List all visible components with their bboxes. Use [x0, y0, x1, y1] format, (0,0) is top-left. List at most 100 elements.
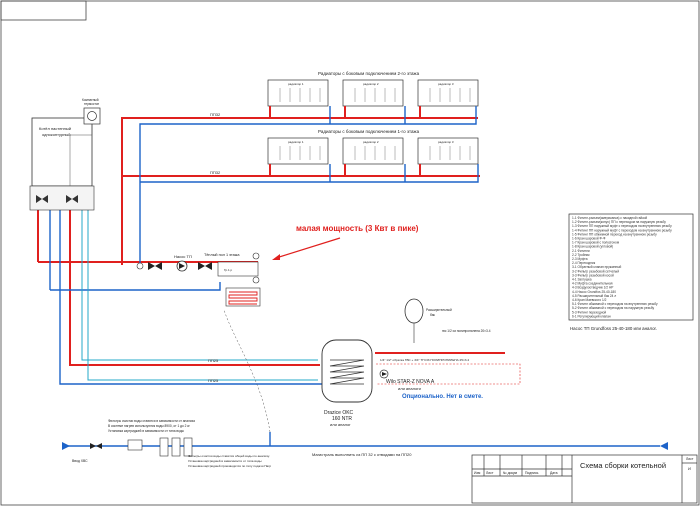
- indirect-boiler-tank: Drazice OKC 160 NTR или аналог: [321, 339, 373, 427]
- radiator-f2-2: [342, 79, 404, 107]
- boiler-label-line2: одноконтурный: [42, 132, 71, 137]
- floor-heating-sublabel: Гр.1 р: [224, 268, 232, 272]
- stamp-col1: Изм: [474, 471, 481, 475]
- legend-panel: 1-1 Фитинг-разъем(американка) с накидной…: [568, 213, 694, 321]
- flow-arrow: [660, 442, 668, 450]
- optional-note: Опционально. Нет в смете.: [402, 394, 483, 400]
- legend-item: 1-2 Фитинг-разъем(конус) ПП с переходом …: [572, 220, 666, 224]
- filter-note-line2: В системе нагрев используются воды 8900,…: [108, 424, 191, 428]
- radiator-f1-2-label: радиатор 2: [363, 140, 379, 144]
- title-stamp: [471, 454, 698, 504]
- underfloor-coil: [225, 287, 261, 307]
- filter-note2-line3: Установка картриджей производится по тип…: [188, 464, 271, 468]
- pipe-label-pp32-top: ПП32: [210, 112, 221, 117]
- legend-item: 2-2 Тройник: [572, 253, 590, 257]
- legend-item: 1-7 Кран шаровой с полусгоном: [572, 241, 619, 245]
- stamp-col5: Дата: [550, 471, 558, 475]
- filter-note2-line2: Установка картриджей в зависимости от ти…: [188, 459, 262, 463]
- radiator-f1-1-label: радиатор 1: [288, 140, 304, 144]
- boiler-label-line1: Котёл настенный: [39, 126, 71, 131]
- boiler-valve-block: [29, 185, 95, 211]
- filter-2: [171, 437, 181, 457]
- legend-item: 4-6 Кран Маевского 1/2: [572, 298, 607, 302]
- radiators-floor2-title: Радиаторы с боковым подключением 2-го эт…: [318, 71, 420, 76]
- drawing-title: Схема сборки котельной: [580, 461, 666, 470]
- legend-item: 6-1 Регулирующий клапан: [572, 314, 611, 318]
- radiator-f2-1: [267, 79, 329, 107]
- legend-item: 4-4 Насос Grundfos 25-40-180: [572, 290, 616, 294]
- safety-drain-line: [223, 309, 271, 433]
- floor-heating-label: Тёплый пол 1 этажа: [204, 253, 240, 257]
- legend-item: 3-2 Фильтр резьбовой сетчатый: [572, 269, 619, 273]
- expansion-tank: Расширительный бак: [404, 298, 452, 343]
- legend-item: 1-1 Фитинг-разъем(американка) с накидной…: [572, 216, 647, 220]
- filter-note-line1: Фильтры очистки воды ставятся в зависимо…: [108, 419, 195, 423]
- pipe-label-pp25-b: ПП25: [208, 378, 219, 383]
- radiators-floor1-title: Радиаторы с боковым подключением 1-го эт…: [318, 129, 420, 134]
- pump-tp-caption: Насос ТП Grundfoss 25-40-180 или аналог.: [570, 326, 657, 331]
- wall-boiler: Котёл настенный одноконтурный: [29, 117, 95, 211]
- expansion-tank-label-line2: бак: [430, 313, 436, 317]
- legend-item: 1-4 Фитинг ПП наружный муфт с переходом …: [572, 228, 672, 232]
- legend-item: 2-4 Переходник: [572, 261, 596, 265]
- legend-item: 1-6 Кран шаровой Ф-Ф: [572, 237, 606, 241]
- legend-item: 2-3 Муфта: [572, 257, 588, 261]
- pipe-label-pp25-a: ПП25: [208, 358, 219, 363]
- filter-3: [183, 437, 193, 457]
- recirc-note: 1/4" 1/2" обратка ГВС + 3/4" ТП ИЗ ПОЛИП…: [380, 358, 469, 362]
- thermostat-label-line2: термостат: [84, 102, 100, 106]
- radiator-f2-3: [417, 79, 479, 107]
- main-pipe-label: Магистраль выполнить из ПП 32 с отводами…: [312, 452, 412, 457]
- legend-item: 4-3 Воздухоотводчик 1/2 НР: [572, 286, 613, 290]
- boiler-tank-line2: 160 NTR: [332, 416, 352, 422]
- stamp-sheet-label: Лист: [686, 457, 694, 461]
- filter-note2-line1: Фильтры очистки воды ставятся общей воды…: [188, 454, 270, 458]
- stamp-col4: Подпись: [525, 471, 539, 475]
- legend-item: 3-3 Фильтр резьбовой косой: [572, 273, 614, 277]
- pump-label: Насос ТП: [174, 254, 192, 259]
- radiator-row-floor2: радиатор 1 радиатор 2 радиатор 3: [267, 79, 479, 107]
- boiler-tank-line3: или аналог: [330, 422, 351, 427]
- legend-item: 1-3 Фитинг ПП наружный муфт с переходом …: [572, 224, 672, 228]
- inlet-label: Ввод ХВС: [72, 459, 88, 463]
- room-thermostat: Комнатный термостат: [69, 98, 101, 186]
- radiator-f1-3: [417, 137, 479, 165]
- legend-item: 5-3 Фитинг переходной: [572, 310, 606, 314]
- radiator-f1-3-label: радиатор 3: [438, 140, 454, 144]
- stamp-col2: Лист: [486, 471, 494, 475]
- recirculation-loop: [376, 363, 521, 385]
- legend-item: 5-2 Фитинг обжимной с переходом на наруж…: [572, 306, 654, 310]
- legend-item: 2-1 Фитинги: [572, 249, 590, 253]
- radiator-f2-1-label: радиатор 1: [288, 82, 304, 86]
- expansion-tank-label-line1: Расширительный: [426, 308, 452, 312]
- corner-title-box: [0, 0, 87, 21]
- water-meter: [127, 439, 143, 451]
- thermostat-label-line1: Комнатный: [82, 98, 99, 102]
- legend-item: 4-2 Муфта соединительная: [572, 282, 613, 286]
- boiler-tank-line1: Drazice OKC: [324, 410, 354, 416]
- radiator-f2-2-label: радиатор 2: [363, 82, 379, 86]
- radiator-f1-1: [267, 137, 329, 165]
- legend-item: 4-1 Заглушка: [572, 278, 592, 282]
- stamp-sheet-letter: И: [688, 466, 691, 471]
- legend-item: 3-1 Обратный клапан пружинный: [572, 265, 621, 269]
- legend-item: 1-8 Кран шаровой (угловой): [572, 245, 613, 249]
- cyan-pipes: [81, 210, 318, 381]
- water-inlet-group: Ввод ХВС: [62, 437, 668, 463]
- legend-item: 5-1 Фитинг обжимной с переходом на внутр…: [572, 302, 658, 306]
- radiator-f2-3-label: радиатор 3: [438, 82, 454, 86]
- pump-group: Насос ТП: [136, 254, 212, 272]
- dhw-pump-label-line2: или аналоги: [398, 386, 421, 391]
- radiator-row-floor1: радиатор 1 радиатор 2 радиатор 3: [267, 137, 479, 165]
- floor-heating: Тёплый пол 1 этажа Гр.1 р: [204, 252, 261, 307]
- filter-note-line3: Установка картриджей в зависимости от ти…: [108, 429, 185, 433]
- legend-item: 4-5 Расширительный бак 24 л: [572, 294, 616, 298]
- pipe-label-pp32-mid: ПП32: [210, 170, 221, 175]
- dhw-pump-label-line1: Wilo STAR-Z NOVA A: [386, 379, 435, 385]
- hot-water-note: гвс 1/2 из полипропилена 20×3.4: [442, 329, 491, 333]
- low-power-warning: малая мощность (3 Квт в пике): [296, 224, 419, 233]
- filter-1: [159, 437, 169, 457]
- radiator-f1-2: [342, 137, 404, 165]
